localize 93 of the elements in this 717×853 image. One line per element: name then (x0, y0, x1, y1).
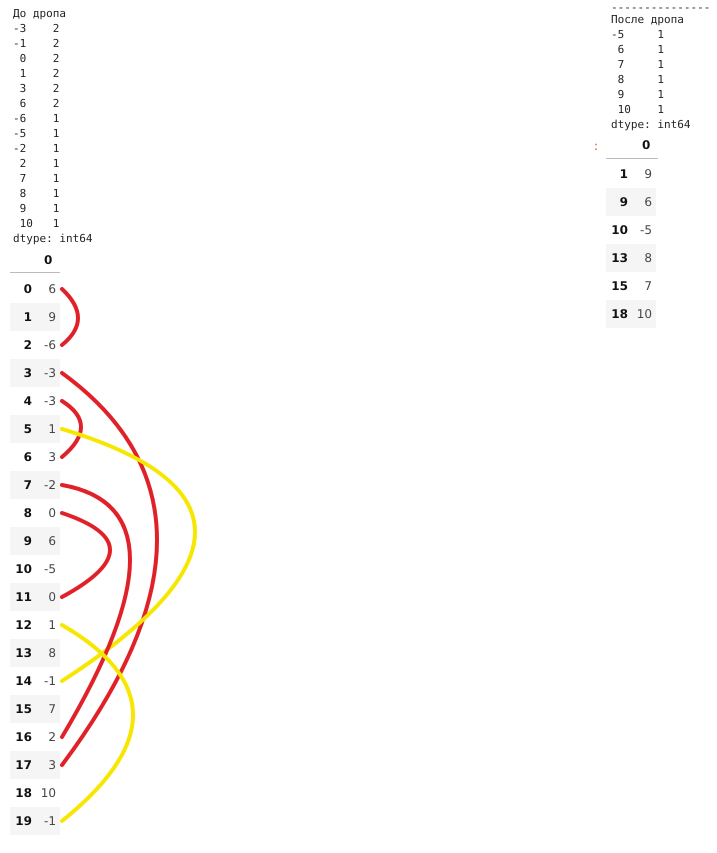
column-header: 0 (642, 138, 650, 152)
cell-value: -3 (44, 393, 56, 410)
cell-value: 6 (48, 533, 56, 550)
row-index: 3 (22, 365, 32, 382)
cell-value: -6 (44, 337, 56, 354)
output-line: 3 2 (18, 81, 60, 96)
output-line: -6 1 (13, 111, 60, 126)
row-index: 0 (22, 281, 32, 298)
row-index: 12 (14, 617, 32, 634)
row-index: 16 (14, 729, 32, 746)
output-line: До дропа (13, 6, 66, 21)
cell-value: 1 (48, 421, 56, 438)
row-index: 18 (610, 306, 628, 323)
row-index: 15 (610, 278, 628, 295)
row-index: 5 (22, 421, 32, 438)
output-line: 0 2 (18, 51, 60, 66)
output-line: После дропа (611, 12, 684, 27)
cell-value: 7 (48, 701, 56, 718)
row-index: 18 (14, 785, 32, 802)
row-index: 17 (14, 757, 32, 774)
row-index: 7 (22, 477, 32, 494)
output-line: 10 1 (18, 216, 60, 231)
column-header: 0 (44, 253, 52, 267)
output-line: 1 2 (18, 66, 60, 81)
row-index: 8 (22, 505, 32, 522)
row-index: 13 (610, 250, 628, 267)
table-row (10, 807, 60, 835)
cell-value: -2 (44, 477, 56, 494)
row-index: 9 (618, 194, 628, 211)
hand-drawn-connector (60, 483, 132, 739)
cell-value: -5 (44, 561, 56, 578)
table-row (10, 415, 60, 443)
output-line: -1 2 (13, 36, 60, 51)
output-line: --------------- (611, 0, 710, 15)
cell-value: 0 (48, 589, 56, 606)
row-index: 13 (14, 645, 32, 662)
row-index: 14 (14, 673, 32, 690)
hand-drawn-connector (60, 511, 112, 599)
row-index: 19 (14, 813, 32, 830)
cell-value: 2 (48, 729, 56, 746)
output-line: -2 1 (13, 141, 60, 156)
table-row (10, 471, 60, 499)
output-line: 8 1 (18, 186, 60, 201)
cell-value: 6 (644, 194, 652, 211)
row-index: 10 (14, 561, 32, 578)
cell-value: 9 (48, 309, 56, 326)
hand-drawn-connector (60, 399, 83, 459)
cell-value: -3 (44, 365, 56, 382)
output-line: 9 1 (18, 201, 60, 216)
output-line: dtype: int64 (13, 231, 92, 246)
cell-value: 0 (48, 505, 56, 522)
prompt-marker: : (594, 139, 598, 153)
cell-value: 1 (48, 617, 56, 634)
output-line: 2 1 (18, 156, 60, 171)
output-line: -5 1 (611, 27, 664, 42)
output-line: 8 1 (616, 72, 664, 87)
hand-drawn-connector (60, 623, 135, 823)
row-index: 9 (22, 533, 32, 550)
row-index: 11 (14, 589, 32, 606)
cell-value: 6 (48, 281, 56, 298)
row-index: 1 (618, 166, 628, 183)
output-line: dtype: int64 (611, 117, 690, 132)
table-row (10, 359, 60, 387)
cell-value: 3 (48, 757, 56, 774)
hand-drawn-connector (60, 427, 197, 683)
output-line: 6 2 (18, 96, 60, 111)
hand-drawn-connector (60, 287, 80, 347)
cell-value: 7 (644, 278, 652, 295)
table-row (10, 583, 60, 611)
cell-value: 8 (644, 250, 652, 267)
output-line: 9 1 (616, 87, 664, 102)
row-index: 2 (22, 337, 32, 354)
output-line: -5 1 (13, 126, 60, 141)
cell-value: 10 (636, 306, 652, 323)
row-index: 4 (22, 393, 32, 410)
cell-value: -1 (44, 813, 56, 830)
output-line: -3 2 (13, 21, 60, 36)
row-index: 15 (14, 701, 32, 718)
output-line: 6 1 (616, 42, 664, 57)
cell-value: -1 (44, 673, 56, 690)
output-line: 10 1 (616, 102, 664, 117)
row-index: 6 (22, 449, 32, 466)
cell-value: -5 (640, 222, 652, 239)
cell-value: 10 (40, 785, 56, 802)
cell-value: 8 (48, 645, 56, 662)
output-line: 7 1 (18, 171, 60, 186)
row-index: 1 (22, 309, 32, 326)
output-line: 7 1 (616, 57, 664, 72)
row-index: 10 (610, 222, 628, 239)
cell-value: 3 (48, 449, 56, 466)
cell-value: 9 (644, 166, 652, 183)
hand-drawn-connector (60, 371, 159, 767)
table-row (10, 751, 60, 779)
